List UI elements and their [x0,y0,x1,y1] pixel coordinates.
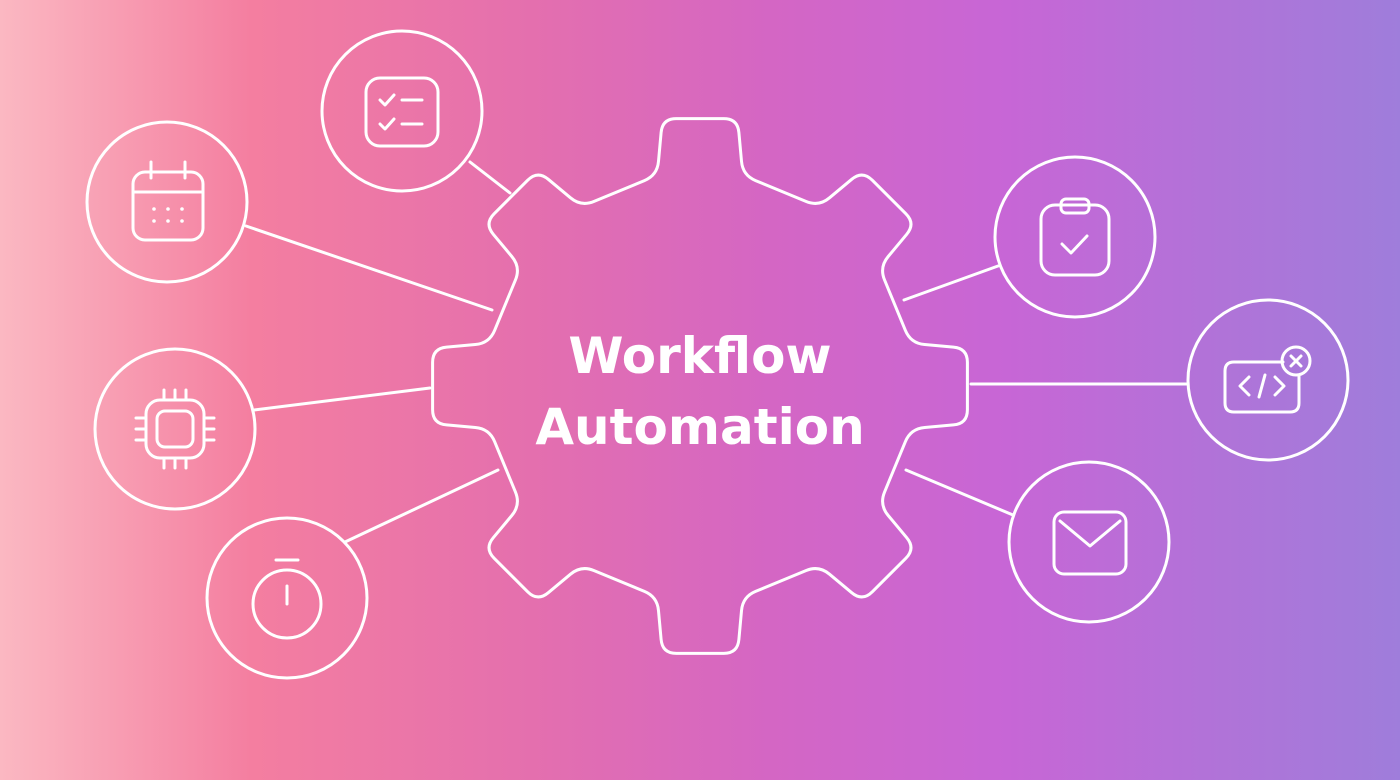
mail-icon [1052,510,1128,576]
connector-checklist [468,160,512,195]
node-circle [93,347,257,511]
calendar-icon [131,160,205,242]
node-circle [1007,460,1171,624]
connector-calendar [244,224,494,312]
calendar-dots [152,207,184,223]
gear-outline [431,117,969,655]
connector-chip [252,386,432,412]
node-mail [1007,460,1171,624]
node-circle [205,516,369,680]
chip-icon [134,388,216,470]
title-line-2: Automation [535,398,864,456]
connector-lines [244,160,1190,544]
node-checklist [320,29,484,193]
node-calendar [85,120,249,284]
title-line-1: Workflow [568,327,831,385]
code-error-icon [1223,345,1312,414]
checklist-icon [364,76,440,148]
node-clipboard [993,155,1157,319]
node-code [1186,298,1350,462]
node-chip [93,347,257,511]
node-circle [320,29,484,193]
node-stopwatch [205,516,369,680]
stopwatch-icon [251,558,323,640]
node-circle [85,120,249,284]
node-circle [993,155,1157,319]
connector-mail [904,468,1015,517]
clipboard-check-icon [1039,197,1111,277]
connector-clipboard [902,264,1000,302]
node-circle [1186,298,1350,462]
connector-stopwatch [343,468,500,544]
